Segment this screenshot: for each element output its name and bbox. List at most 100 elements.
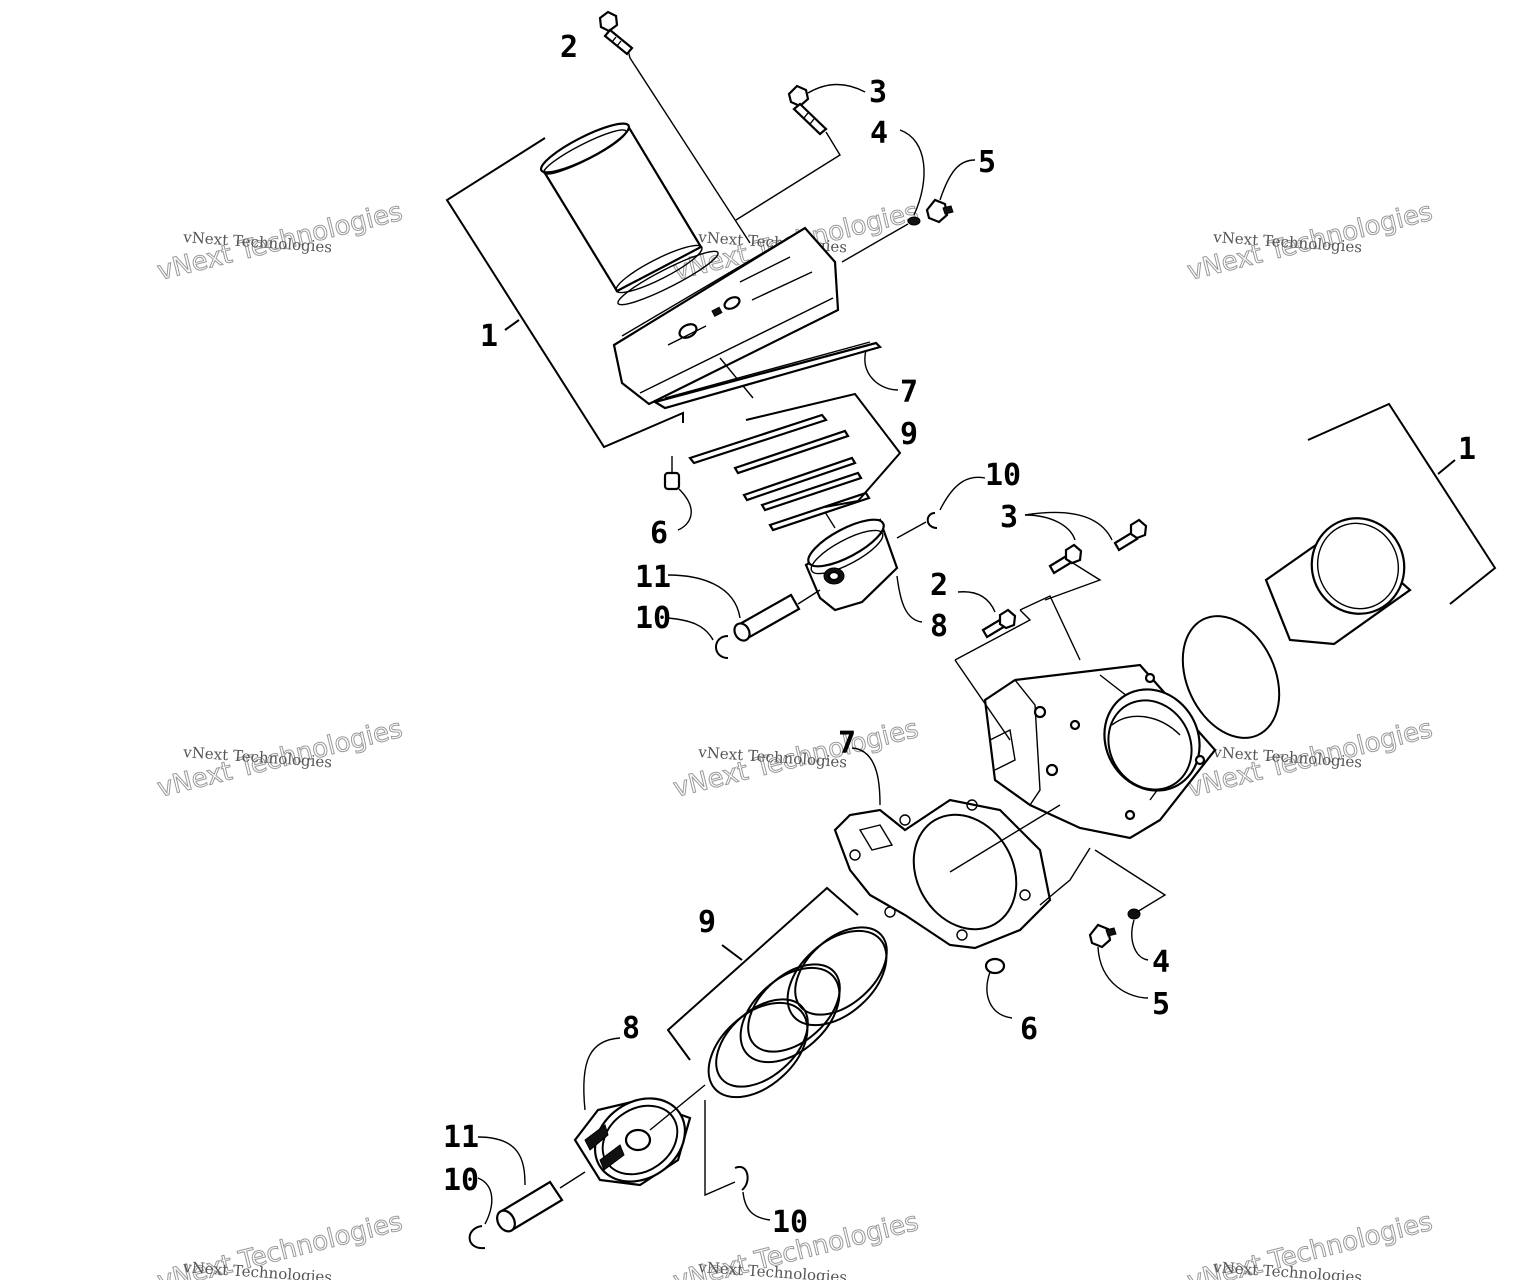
- leader-bot-9: [721, 944, 743, 961]
- callout-top-9: 9: [900, 417, 918, 452]
- bracket-bot-9: [666, 886, 859, 1061]
- watermark-7: vNext Technologies vNext Technologies: [154, 1206, 406, 1280]
- leader-bot-8: [583, 1037, 621, 1111]
- leader-bot-pin: [559, 1171, 586, 1189]
- callout-bot-5: 5: [1152, 987, 1170, 1022]
- gasket-bot-7: [833, 798, 1052, 950]
- callout-bot-2: 2: [930, 568, 948, 603]
- callout-bot-4: 4: [1152, 945, 1170, 980]
- bolt-bot-3a: [1048, 543, 1083, 575]
- piston-top-8: [804, 518, 899, 612]
- callout-top-7: 7: [900, 375, 918, 410]
- leader-bot-4: [1131, 919, 1149, 961]
- callout-bot-8: 8: [622, 1011, 640, 1046]
- cylinder-sleeve-bot: [1264, 517, 1412, 646]
- callout-bot-9: 9: [698, 905, 716, 940]
- leader-bot-5: [1097, 946, 1149, 999]
- watermark-5: vNext Technologies vNext Technologies: [670, 713, 922, 804]
- leader-bot-10a: [477, 1177, 493, 1225]
- callout-bot-3: 3: [1000, 500, 1018, 535]
- wrist-pin-top-11: [733, 593, 801, 642]
- piston-bot-8: [573, 1097, 692, 1187]
- piston-rings-bot-9: [707, 926, 888, 1099]
- cylinder-sleeve-top: [539, 122, 703, 294]
- leader-bot-washer: [1094, 849, 1167, 913]
- leader-bot-piston-axis: [649, 1084, 706, 1131]
- callout-top-4: 4: [870, 116, 888, 151]
- gasket-top-7: [652, 341, 883, 410]
- callout-top-10b: 10: [635, 601, 671, 636]
- bolt-top-3: [787, 84, 828, 136]
- cylinder-block-bot: [983, 663, 1217, 840]
- leader-bot-1: [1437, 459, 1456, 475]
- bolt-bot-3b: [1113, 518, 1148, 552]
- leader-top-8: [896, 575, 923, 623]
- callout-top-1: 1: [480, 319, 498, 354]
- bracket-top-9: [745, 392, 902, 508]
- leader-top-3: [807, 83, 866, 94]
- bracket-bot-1: [1307, 402, 1497, 605]
- callout-bot-10a: 10: [443, 1163, 479, 1198]
- circlip-top-10b: [715, 635, 729, 659]
- leader-bot-gasket-edge: [1039, 847, 1091, 906]
- callout-bot-6: 6: [1020, 1012, 1038, 1047]
- leader-top-washer: [841, 223, 909, 263]
- watermark-1: vNext Technologies vNext Technologies: [154, 196, 406, 287]
- callout-top-10a: 10: [985, 458, 1021, 493]
- callout-top-5: 5: [978, 145, 996, 180]
- sleeve-oring-top: [617, 250, 719, 306]
- circlip-top-10a: [926, 512, 938, 529]
- leader-bot-gasket-axis: [949, 804, 1061, 873]
- leader-top-7: [864, 349, 899, 391]
- callout-bot-11: 11: [443, 1120, 479, 1155]
- leader-bot-bolt2-b: [954, 659, 1011, 741]
- leader-bot-bolt2-a: [954, 609, 1032, 661]
- leader-top-5: [939, 159, 976, 201]
- bracket-top-1: [445, 137, 684, 449]
- callout-bot-10b: 10: [772, 1205, 808, 1240]
- callout-top-11: 11: [635, 560, 671, 595]
- leader-bot-11: [477, 1136, 526, 1186]
- leader-top-11: [667, 574, 741, 619]
- leader-bot-7: [851, 747, 881, 806]
- callout-bot-1: 1: [1458, 432, 1476, 467]
- bolt-bot-2: [981, 608, 1017, 639]
- watermark-3: vNext Technologies vNext Technologies: [1184, 196, 1436, 287]
- circlip-bot-10b: [468, 1225, 486, 1250]
- watermark-6: vNext Technologies vNext Technologies: [1184, 713, 1436, 804]
- leader-top-6: [677, 488, 692, 531]
- callout-bot-7: 7: [838, 726, 856, 761]
- leader-top-pin: [797, 589, 821, 605]
- cylinder-block-top: [612, 226, 840, 406]
- piston-rings-top-9: [688, 413, 871, 532]
- leader-top-clip: [896, 521, 927, 539]
- bolt-bot-5: [1088, 923, 1117, 949]
- leader-bot-2: [957, 591, 996, 613]
- leader-top-10a: [939, 476, 986, 511]
- callout-top-3: 3: [869, 75, 887, 110]
- leader-top-10b: [667, 617, 714, 641]
- leader-top-bolt3: [735, 131, 841, 221]
- leader-bot-bolt3-a: [1019, 595, 1081, 661]
- leader-top-1: [504, 319, 520, 331]
- callout-top-8: 8: [930, 609, 948, 644]
- sleeve-oring-bot: [1181, 615, 1281, 739]
- callout-top-2: 2: [560, 30, 578, 65]
- bolt-top-2: [598, 10, 634, 56]
- leader-bot-3b: [1024, 511, 1113, 541]
- leader-bot-3a: [1024, 514, 1076, 541]
- leader-bot-6: [986, 971, 1013, 1019]
- leader-bot-bolt3-b: [1044, 559, 1102, 601]
- dowel-bot-6: [984, 957, 1006, 975]
- leader-bot-clip: [704, 1100, 736, 1197]
- callout-top-6: 6: [650, 516, 668, 551]
- washer-top-4: [907, 216, 921, 226]
- bolt-top-5: [925, 198, 954, 224]
- leader-top-4: [899, 129, 925, 216]
- watermark-4: vNext Technologies vNext Technologies: [154, 713, 406, 804]
- leader-top-piston-axis: [824, 511, 836, 529]
- wrist-pin-bot-11: [496, 1180, 564, 1233]
- circlip-bot-10a: [734, 1165, 749, 1191]
